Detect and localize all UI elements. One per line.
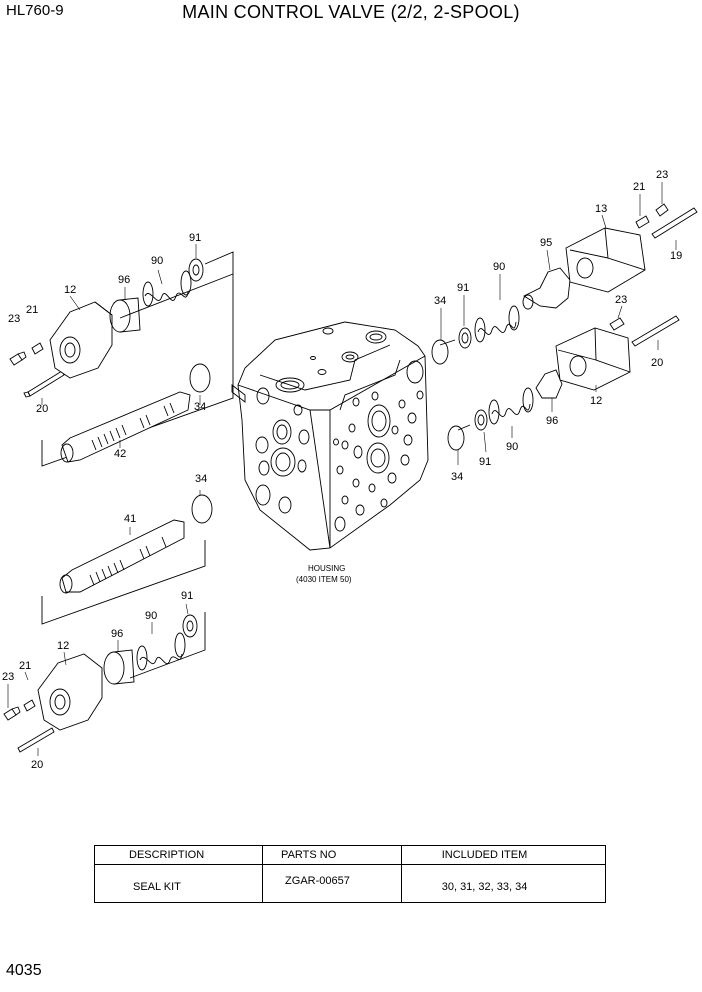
callout: 91 [189, 232, 201, 244]
housing-ref: (4030 ITEM 50) [296, 575, 352, 584]
parts-table: DESCRIPTION PARTS NO INCLUDED ITEM SEAL … [93, 845, 607, 903]
page-title: MAIN CONTROL VALVE (2/2, 2-SPOOL) [182, 2, 520, 22]
callout: 42 [114, 448, 126, 460]
housing-body [231, 321, 429, 551]
callout: 91 [457, 282, 469, 294]
callout: 34 [194, 401, 206, 413]
model-code: HL760-9 [6, 2, 64, 19]
callout: 20 [651, 357, 663, 369]
callout: 23 [615, 294, 627, 306]
callout: 13 [595, 203, 607, 215]
callout: 21 [633, 181, 645, 193]
callout: 21 [19, 660, 31, 672]
callout: 95 [540, 237, 552, 249]
cell-parts-no: ZGAR-00657 [262, 864, 402, 903]
callout: 34 [195, 473, 207, 485]
column-header-included-item: INCLUDED ITEM [400, 845, 607, 865]
callout: 91 [479, 456, 491, 468]
callout: 34 [451, 471, 463, 483]
callout: 34 [434, 295, 446, 307]
cell-description: SEAL KIT [93, 864, 264, 903]
right-lower-assembly [447, 315, 680, 451]
right-upper-assembly [431, 203, 698, 365]
page-number: 4035 [6, 962, 42, 979]
callout: 96 [111, 628, 123, 640]
callout: 20 [31, 759, 43, 771]
callout: 96 [546, 415, 558, 427]
callout-labels: 23 21 12 96 90 91 34 20 42 34 41 91 90 9… [2, 169, 682, 771]
left-lower-assembly [3, 494, 213, 753]
callout: 90 [506, 441, 518, 453]
callout: 90 [151, 255, 163, 267]
callout: 90 [493, 261, 505, 273]
callout: 90 [145, 610, 157, 622]
callout: 21 [26, 304, 38, 316]
callout: 12 [57, 640, 69, 652]
callout: 12 [590, 395, 602, 407]
callout: 23 [8, 313, 20, 325]
housing-label: HOUSING [308, 564, 345, 573]
callout: 19 [670, 250, 682, 262]
left-upper-assembly [9, 251, 234, 467]
callout: 20 [36, 403, 48, 415]
column-header-parts-no: PARTS NO [262, 845, 402, 865]
cell-included-item: 30, 31, 32, 33, 34 [400, 864, 607, 903]
table-header-row: DESCRIPTION PARTS NO INCLUDED ITEM [93, 845, 607, 865]
callout: 91 [181, 590, 193, 602]
table-row: SEAL KIT ZGAR-00657 30, 31, 32, 33, 34 [93, 864, 607, 903]
leader-lines [7, 182, 677, 756]
column-header-description: DESCRIPTION [93, 845, 264, 865]
callout: 12 [64, 284, 76, 296]
callout: 41 [124, 513, 136, 525]
callout: 96 [118, 274, 130, 286]
callout: 23 [2, 671, 14, 683]
callout: 23 [656, 169, 668, 181]
